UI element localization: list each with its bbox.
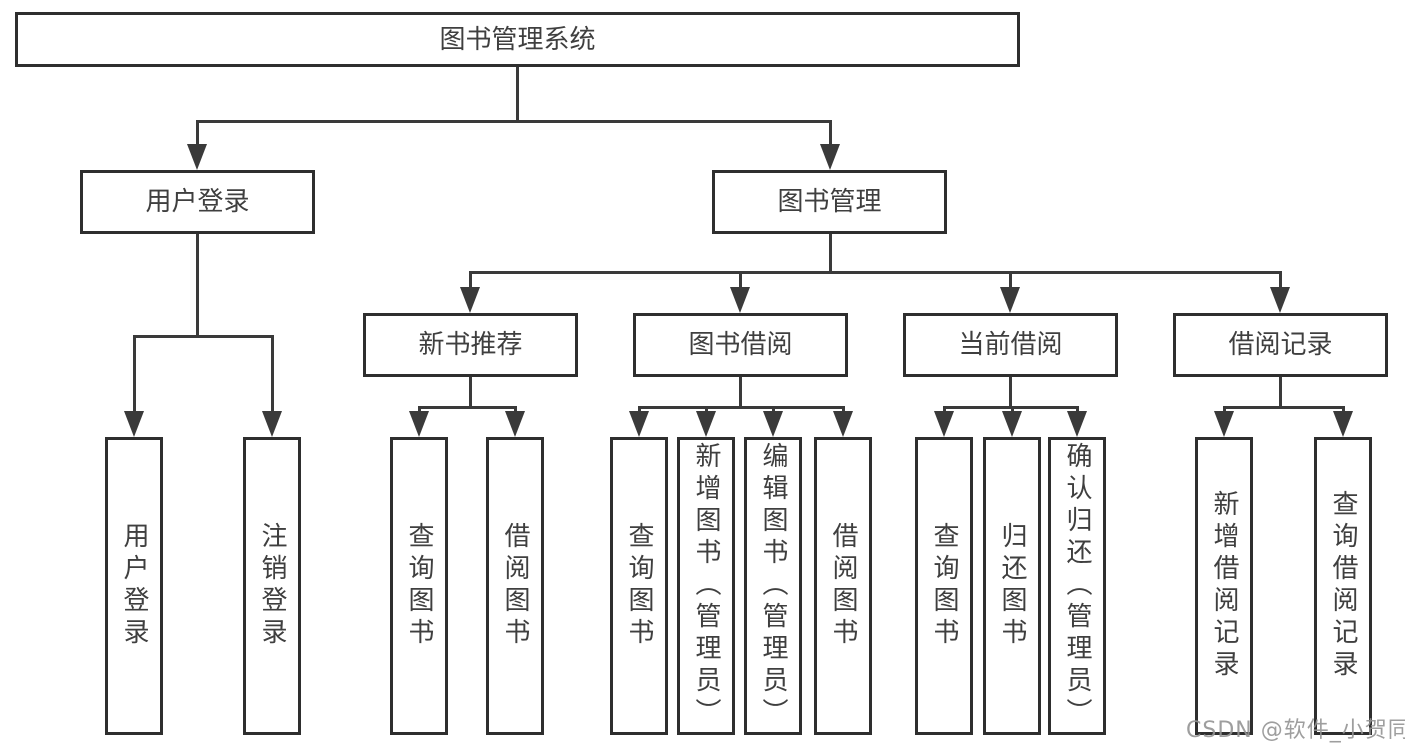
arrowhead-down-icon: [1270, 287, 1290, 313]
leaf-current-query-books: 查询图书: [915, 437, 973, 735]
arrowhead-down-icon: [1214, 411, 1234, 437]
edge-mgmt-hline: [469, 271, 1282, 274]
arrow-stem: [133, 335, 136, 413]
arrowhead-down-icon: [629, 411, 649, 437]
arrowhead-down-icon: [934, 411, 954, 437]
arrow-stem: [418, 406, 421, 414]
leaf-logout: 注销登录: [243, 437, 301, 735]
arrowhead-down-icon: [833, 411, 853, 437]
arrowhead-down-icon: [124, 411, 144, 437]
arrow-stem: [842, 406, 845, 414]
edge-root-hline: [196, 120, 832, 123]
leaf-borrow-borrow-books: 借阅图书: [814, 437, 872, 735]
node-borrowing-records: 借阅记录: [1173, 313, 1388, 377]
arrowhead-down-icon: [820, 144, 840, 170]
arrowhead-down-icon: [1000, 287, 1020, 313]
arrowhead-down-icon: [1333, 411, 1353, 437]
node-book-management: 图书管理: [712, 170, 947, 234]
arrowhead-down-icon: [1002, 411, 1022, 437]
node-user-login: 用户登录: [80, 170, 315, 234]
arrow-stem: [1279, 271, 1282, 289]
edge-group1-stem: [469, 377, 472, 406]
arrow-stem: [1009, 271, 1012, 289]
arrow-stem: [739, 271, 742, 289]
leaf-user-login: 用户登录: [105, 437, 163, 735]
leaf-recommend-query-books: 查询图书: [390, 437, 448, 735]
edge-root-stem: [516, 67, 519, 120]
arrowhead-down-icon: [409, 411, 429, 437]
arrowhead-down-icon: [730, 287, 750, 313]
arrowhead-down-icon: [505, 411, 525, 437]
arrow-stem: [271, 335, 274, 413]
node-root-library-system: 图书管理系统: [15, 12, 1020, 67]
arrow-stem: [469, 271, 472, 289]
edge-group2-hline: [638, 406, 845, 409]
leaf-borrow-edit-books-admin: 编辑图书（管理员）: [744, 437, 802, 735]
arrow-stem: [943, 406, 946, 414]
node-current-borrowing: 当前借阅: [903, 313, 1118, 377]
leaf-current-confirm-return-admin: 确认归还（管理员）: [1048, 437, 1106, 735]
arrow-stem: [1342, 406, 1345, 414]
leaf-borrow-query-books: 查询图书: [610, 437, 668, 735]
leaf-recommend-borrow-books: 借阅图书: [486, 437, 544, 735]
arrowhead-down-icon: [262, 411, 282, 437]
edge-group4-stem: [1279, 377, 1282, 406]
node-book-borrowing: 图书借阅: [633, 313, 848, 377]
edge-group2-stem: [739, 377, 742, 406]
leaf-borrow-add-books-admin: 新增图书（管理员）: [677, 437, 735, 735]
edge-group3-stem: [1009, 377, 1012, 406]
arrow-stem: [1223, 406, 1226, 414]
edge-login-hline: [133, 335, 274, 338]
arrowhead-down-icon: [460, 287, 480, 313]
edge-group1-hline: [418, 406, 517, 409]
leaf-record-query-borrow-record: 查询借阅记录: [1314, 437, 1372, 735]
arrow-stem: [196, 120, 199, 148]
arrowhead-down-icon: [696, 411, 716, 437]
node-new-book-recommendation: 新书推荐: [363, 313, 578, 377]
arrow-stem: [1076, 406, 1079, 414]
arrow-stem: [705, 406, 708, 414]
leaf-record-add-borrow-record: 新增借阅记录: [1195, 437, 1253, 735]
edge-login-stem: [196, 234, 199, 335]
csdn-watermark: CSDN @软件_小贺同学: [1186, 718, 1405, 743]
arrow-stem: [1011, 406, 1014, 414]
edge-group4-hline: [1223, 406, 1345, 409]
arrow-stem: [772, 406, 775, 414]
arrowhead-down-icon: [1067, 411, 1087, 437]
arrowhead-down-icon: [187, 144, 207, 170]
arrowhead-down-icon: [763, 411, 783, 437]
leaf-current-return-books: 归还图书: [983, 437, 1041, 735]
arrow-stem: [829, 120, 832, 148]
arrow-stem: [514, 406, 517, 414]
arrow-stem: [638, 406, 641, 414]
edge-mgmt-stem: [829, 234, 832, 272]
